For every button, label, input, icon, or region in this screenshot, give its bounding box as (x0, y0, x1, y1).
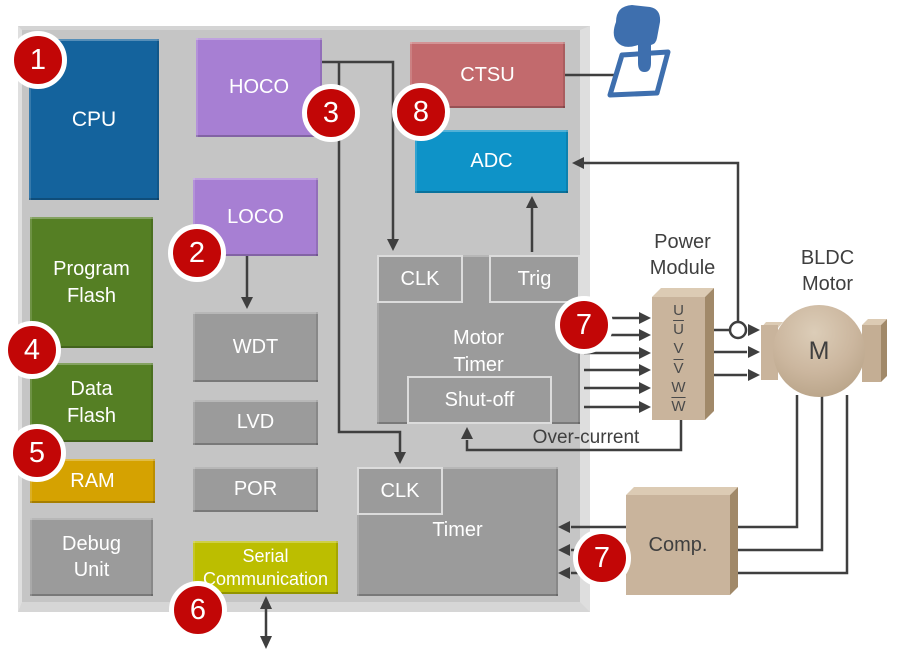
hoco-block: HOCO (196, 38, 322, 137)
serial-communication-block: Serial Communication (193, 541, 338, 594)
motor-timer-label: Motor Timer (452, 327, 505, 376)
comparator-label: Comp. (648, 534, 708, 556)
lvd-block: LVD (193, 400, 318, 445)
badge-7-comp: 7 (573, 529, 631, 587)
badge-6: 6 (169, 581, 227, 639)
phase-u-high: U (673, 302, 684, 320)
phase-v-low: V (673, 359, 684, 377)
over-current-label: Over-current (532, 427, 640, 448)
badge-5: 5 (8, 424, 66, 482)
timer-block: CLK Timer (357, 467, 558, 596)
bldc-motor-label: BLDC Motor (800, 247, 855, 295)
adc-block: ADC (415, 130, 568, 193)
motor-timer-block: CLK Trig Motor Timer Shut-off (377, 255, 580, 424)
power-module-label: Power Module (649, 231, 716, 279)
phase-u-low: U (673, 321, 684, 339)
badge-7-power: 7 (555, 296, 613, 354)
phase-labels: U U V V W W (652, 299, 705, 418)
phase-v-high: V (673, 340, 684, 358)
phase-w-high: W (671, 378, 686, 396)
badge-1: 1 (9, 31, 67, 89)
motor-timer-trig-sub-block: Trig (489, 255, 580, 303)
shut-off-sub-block: Shut-off (407, 376, 552, 424)
motor-m-label: M (808, 336, 830, 365)
wdt-block: WDT (193, 312, 318, 382)
timer-label: Timer (432, 519, 483, 541)
badge-3: 3 (302, 84, 360, 142)
debug-unit-block: Debug Unit (30, 518, 153, 596)
program-flash-block: Program Flash (30, 217, 153, 348)
badge-2: 2 (168, 224, 226, 282)
motor-timer-clk-sub-block: CLK (377, 255, 463, 303)
current-sensor-loop (728, 320, 748, 340)
por-block: POR (193, 467, 318, 512)
badge-8: 8 (392, 83, 450, 141)
touch-icon (607, 5, 671, 98)
badge-4: 4 (3, 321, 61, 379)
phase-w-low: W (671, 397, 686, 415)
timer-clk-sub-block: CLK (357, 467, 443, 515)
loco-block: LOCO (193, 178, 318, 256)
